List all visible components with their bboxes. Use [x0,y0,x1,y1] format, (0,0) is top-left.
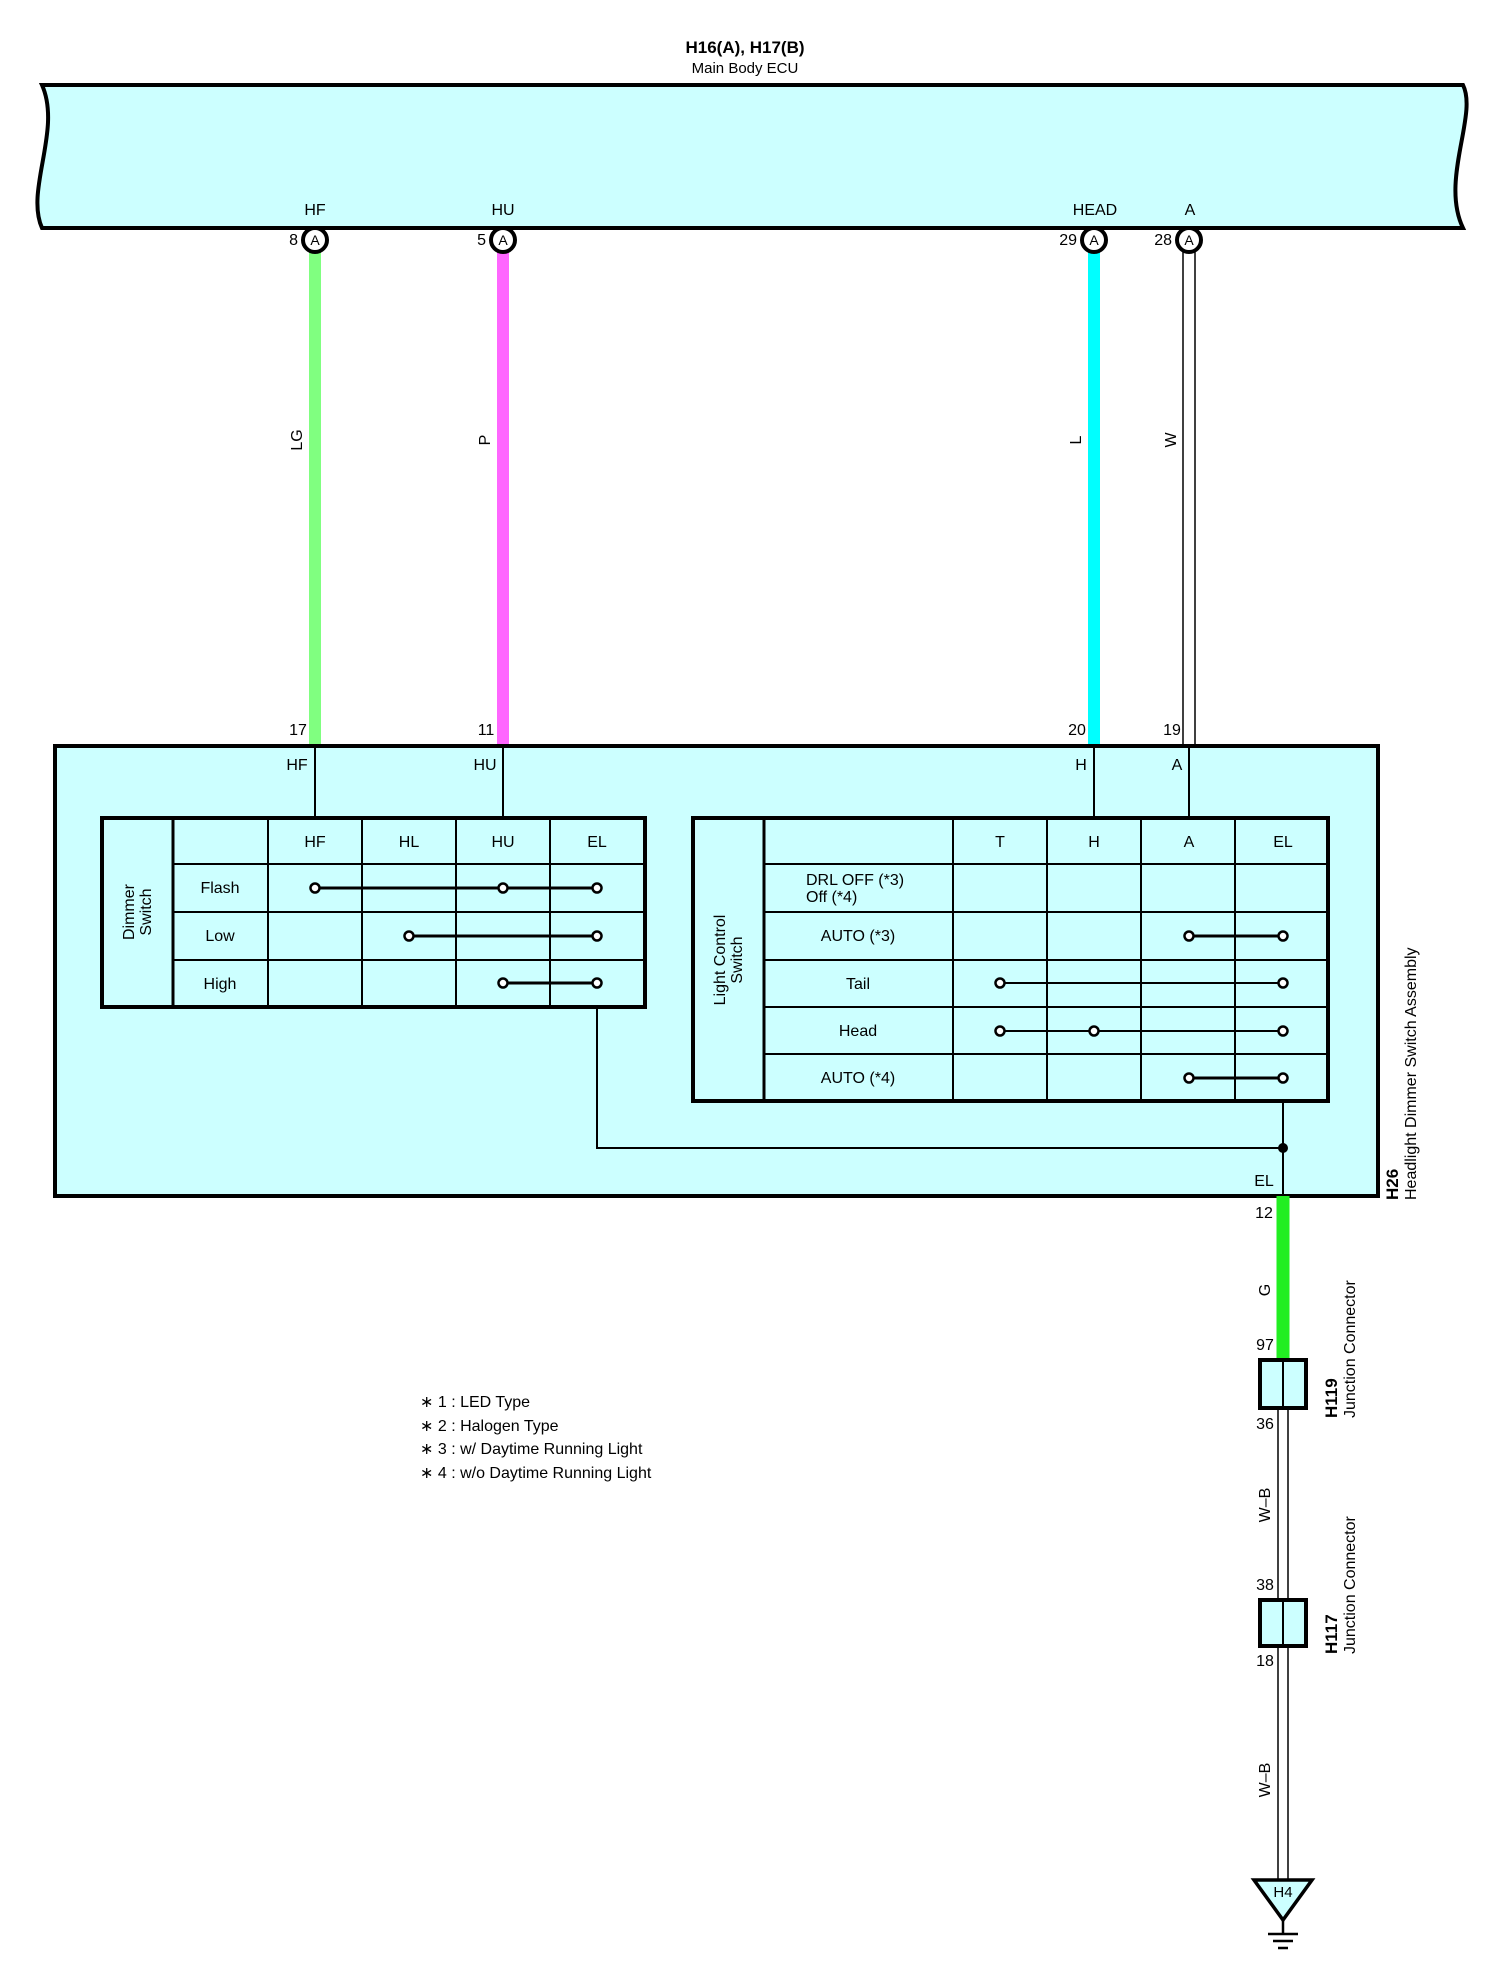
light-row-drl-off-line1: DRL OFF (*3) [806,872,904,889]
wire-g-code: G [1257,1284,1274,1296]
switch-pin-11: 11 [478,722,495,739]
wire-wb1-code: W–B [1257,1488,1274,1523]
dimmer-switch-table [100,816,647,1009]
ecu-connector-title: H16(A), H17(B) [685,38,804,57]
ecu-name: Main Body ECU [692,60,799,77]
wire-lg-code: LG [289,429,306,450]
switch-pin-12: 12 [1255,1205,1273,1222]
light-row-auto4: AUTO (*4) [821,1070,895,1087]
light-row-tail: Tail [846,976,870,993]
dimmer-row-low: Low [205,928,235,945]
wire-w-code: W [1163,432,1180,448]
switch-terminal-a: A [1172,757,1183,774]
ecu-connector-hf: A [301,226,329,254]
switch-pin-19: 19 [1163,722,1181,739]
switch-terminal-h: H [1075,757,1087,774]
light-contact-tail [994,977,1289,989]
junction1-name: Junction Connector [1342,1279,1359,1418]
light-switch-title-line2: Switch [729,936,746,983]
junction-connector-h119 [1258,1358,1308,1410]
dimmer-col-hu: HU [491,834,514,851]
note-2: ∗ 2 : Halogen Type [420,1418,559,1435]
light-contact-auto3 [1183,930,1289,942]
ecu-connector-a: A [1175,226,1203,254]
el-junction-dot [1278,1143,1288,1153]
switch-terminal-hu: HU [473,757,496,774]
ecu-terminal-head-label: HEAD [1073,202,1117,219]
ecu-pin-hu: 5 [477,232,486,249]
wire-p-code: P [477,435,494,446]
ecu-terminal-a-label: A [1185,202,1196,219]
light-control-switch-table [691,816,1330,1103]
light-row-drl-off-line2: Off (*4) [806,889,857,906]
note-3: ∗ 3 : w/ Daytime Running Light [420,1441,643,1458]
wire-wb2-code: W–B [1257,1763,1274,1798]
ecu-pin-a: 28 [1154,232,1172,249]
light-switch-title-line1: Light Control [712,915,729,1006]
ecu-terminal-hu-label: HU [491,202,514,219]
dimmer-contact-flash [309,882,603,894]
light-row-head: Head [839,1023,877,1040]
ecu-connector-hf-letter: A [310,232,320,248]
light-col-a: A [1184,834,1195,851]
ecu-connector-head: A [1080,226,1108,254]
ecu-pin-hf: 8 [289,232,298,249]
switch-terminal-el: EL [1254,1173,1274,1190]
dimmer-row-high: High [204,976,237,993]
ecu-body [35,83,1469,230]
junction1-id: H119 [1322,1378,1341,1418]
dimmer-contact-high [497,977,603,989]
ground-symbol [1250,1878,1316,1950]
junction2-id: H117 [1322,1614,1341,1654]
switch-pin-20: 20 [1068,722,1086,739]
junction-connector-h117 [1258,1598,1308,1648]
light-col-el: EL [1273,834,1293,851]
ecu-connector-hu: A [489,226,517,254]
light-row-auto3: AUTO (*3) [821,928,895,945]
junction2-name: Junction Connector [1342,1515,1359,1654]
junction1-pin-in: 97 [1256,1337,1274,1354]
switch-terminal-hf: HF [286,757,308,774]
junction2-pin-in: 38 [1256,1577,1274,1594]
ground-point-label: H4 [1273,1884,1292,1901]
dimmer-col-hl: HL [399,834,420,851]
light-contact-auto4 [1183,1072,1289,1084]
dimmer-contact-low [403,930,603,942]
dimmer-col-el: EL [587,834,607,851]
note-4: ∗ 4 : w/o Daytime Running Light [420,1465,652,1482]
light-contact-head [994,1025,1289,1037]
junction1-pin-out: 36 [1256,1416,1274,1433]
switch-pin-17: 17 [289,722,307,739]
ecu-pin-head: 29 [1059,232,1077,249]
dimmer-switch-title-line2: Switch [138,888,155,935]
ecu-terminal-hf-label: HF [304,202,326,219]
dimmer-switch-title-line1: Dimmer [121,883,138,940]
ecu-connector-head-letter: A [1089,232,1099,248]
ecu-connector-hu-letter: A [498,232,508,248]
dimmer-row-flash: Flash [200,880,239,897]
note-1: ∗ 1 : LED Type [420,1394,530,1411]
wire-l-code: L [1068,435,1085,444]
el-common-line-dimmer [596,1007,1283,1149]
light-col-h: H [1088,834,1100,851]
light-col-t: T [995,834,1005,851]
switch-connector-id: H26 [1383,1169,1402,1200]
dimmer-col-hf: HF [304,834,326,851]
switch-assembly-name: Headlight Dimmer Switch Assembly [1403,947,1420,1200]
junction2-pin-out: 18 [1256,1653,1274,1670]
ecu-connector-a-letter: A [1184,232,1194,248]
